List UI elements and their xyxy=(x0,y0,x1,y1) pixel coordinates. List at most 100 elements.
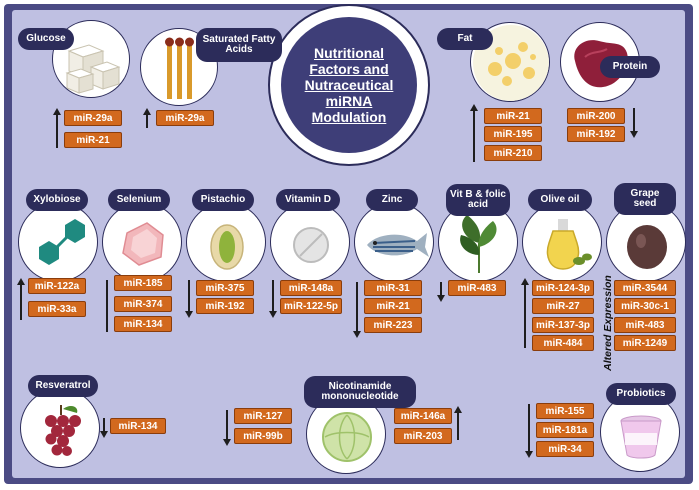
fat-circle xyxy=(470,22,550,102)
fat-droplets-icon xyxy=(473,25,549,101)
nutrient-label-zinc: Zinc xyxy=(366,189,418,211)
mirna-box: miR-34 xyxy=(536,441,594,457)
mirna-box: miR-484 xyxy=(532,335,594,351)
mirna-box: miR-29a xyxy=(64,110,122,126)
zebrafish-icon xyxy=(367,233,429,257)
nutrient-label-vit-b-folic-acid: Vit B & folic acid xyxy=(446,184,510,216)
resveratrol-circle xyxy=(20,388,100,468)
down-arrow-icon xyxy=(630,108,638,138)
selenium-circle xyxy=(102,202,182,282)
nutrient-label-vitamin-d: Vitamin D xyxy=(276,189,340,211)
matches-icon xyxy=(165,37,194,99)
mirna-box: miR-210 xyxy=(484,145,542,161)
mirna-box: miR-134 xyxy=(114,316,172,332)
up-arrow-icon xyxy=(521,278,529,348)
crystal-icon xyxy=(122,222,164,266)
altered-expression-text: Altered Expression xyxy=(602,275,614,371)
nutrient-label-xylobiose: Xylobiose xyxy=(26,189,88,211)
spinach-icon xyxy=(460,215,497,273)
mirna-box: miR-30c-1 xyxy=(614,298,676,314)
nutrient-label-glucose: Glucose xyxy=(18,28,74,50)
cabbage-icon xyxy=(322,412,372,462)
sugar-cubes-icon xyxy=(65,44,121,94)
down-arrow-icon xyxy=(525,404,533,458)
mirna-box: miR-122-5p xyxy=(280,298,342,314)
down-arrow-icon xyxy=(223,410,231,446)
mirna-box: miR-31 xyxy=(364,280,422,296)
altered-expression-label: Altered Expression xyxy=(600,263,616,383)
arrow-shaft xyxy=(106,280,108,332)
mirna-box: miR-374 xyxy=(114,296,172,312)
down-arrow-icon xyxy=(269,280,277,318)
probiotics-circle xyxy=(600,392,680,472)
mirna-box: miR-483 xyxy=(614,317,676,333)
pistachio-icon xyxy=(210,224,244,270)
mirna-box: miR-122a xyxy=(28,278,86,294)
title-line: miRNA xyxy=(325,93,373,110)
mirna-box: miR-203 xyxy=(394,428,452,444)
pill-icon xyxy=(293,227,329,263)
up-arrow-icon xyxy=(53,108,61,148)
hexagon-molecule-icon xyxy=(39,219,85,265)
zinc-circle xyxy=(354,202,434,282)
title-line: Nutraceutical xyxy=(304,76,394,93)
mirna-box: miR-192 xyxy=(196,298,254,314)
down-arrow-icon xyxy=(185,280,193,318)
glucose-circle xyxy=(52,20,130,98)
xylobiose-circle xyxy=(18,202,98,282)
down-arrow-icon xyxy=(353,282,361,338)
title-line: Nutritional xyxy=(314,44,384,61)
mirna-box: miR-146a xyxy=(394,408,452,424)
mirna-box: miR-99b xyxy=(234,428,292,444)
mirna-box: miR-33a xyxy=(28,301,86,317)
title-line: Modulation xyxy=(311,109,387,126)
nutrient-label-nicotinamide-mononucleotide: Nicotinamide mononucleotide xyxy=(304,376,416,408)
nutrient-label-saturated-fatty-acids: Saturated Fatty Acids xyxy=(196,28,282,62)
page-title: Nutritional Factors and Nutraceutical mi… xyxy=(281,17,417,153)
mirna-box: miR-155 xyxy=(536,403,594,419)
mirna-box: miR-124-3p xyxy=(532,280,594,296)
nutrient-label-fat: Fat xyxy=(437,28,493,50)
mirna-box: miR-181a xyxy=(536,422,594,438)
mirna-box: miR-483 xyxy=(448,280,506,296)
grape-seed-circle xyxy=(606,202,686,282)
olive-oil-circle xyxy=(522,202,602,282)
title-line: Factors and xyxy=(309,60,389,77)
nutrient-label-selenium: Selenium xyxy=(108,189,170,211)
mirna-box: miR-1249 xyxy=(614,335,676,351)
nutrient-label-pistachio: Pistachio xyxy=(192,189,254,211)
nutrient-label-olive-oil: Olive oil xyxy=(528,189,592,211)
up-arrow-icon xyxy=(17,278,25,320)
up-arrow-icon xyxy=(470,104,478,162)
mirna-box: miR-127 xyxy=(234,408,292,424)
mirna-box: miR-375 xyxy=(196,280,254,296)
mirna-box: miR-3544 xyxy=(614,280,676,296)
vitamin-d-circle xyxy=(270,202,350,282)
olive-oil-icon xyxy=(546,219,592,270)
pistachio-circle xyxy=(186,202,266,282)
down-arrow-icon xyxy=(100,418,108,438)
nutrient-label-probiotics: Probiotics xyxy=(606,383,676,405)
nutrient-label-protein: Protein xyxy=(600,56,660,78)
mirna-box: miR-21 xyxy=(64,132,122,148)
mirna-box: miR-134 xyxy=(110,418,166,434)
up-arrow-icon xyxy=(143,108,151,128)
mirna-box: miR-29a xyxy=(156,110,214,126)
mirna-box: miR-137-3p xyxy=(532,317,594,333)
mirna-box: miR-148a xyxy=(280,280,342,296)
mirna-box: miR-192 xyxy=(567,126,625,142)
nutrient-label-resveratrol: Resveratrol xyxy=(28,375,98,397)
mirna-box: miR-223 xyxy=(364,317,422,333)
mirna-box: miR-21 xyxy=(484,108,542,124)
mirna-box: miR-27 xyxy=(532,298,594,314)
mirna-box: miR-185 xyxy=(114,275,172,291)
up-arrow-icon xyxy=(454,406,462,440)
down-arrow-icon xyxy=(437,282,445,302)
mirna-box: miR-200 xyxy=(567,108,625,124)
nutrient-label-grape-seed: Grape seed xyxy=(614,183,676,215)
grapes-icon xyxy=(45,405,81,456)
mirna-box: miR-21 xyxy=(364,298,422,314)
grape-seed-icon xyxy=(627,225,667,269)
yogurt-icon xyxy=(620,415,662,459)
